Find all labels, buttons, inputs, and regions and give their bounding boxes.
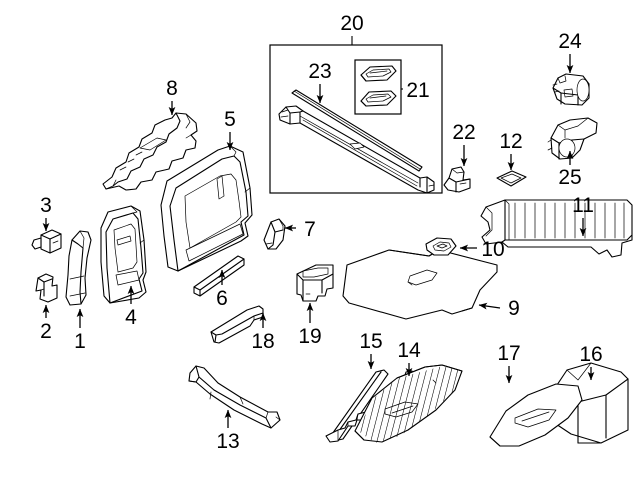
part-20-cargo-cover-assembly[interactable] <box>278 105 435 194</box>
callout-label-18: 18 <box>251 330 274 353</box>
part-11-rear-sill-plate-ribbed[interactable] <box>480 199 633 258</box>
callout-label-21: 21 <box>406 79 429 102</box>
part-4-quarter-trim-panel-lower[interactable] <box>100 205 147 304</box>
callout-label-1: 1 <box>74 330 86 353</box>
callout-labels: 1 2 3 4 5 6 7 8 9 10 11 12 13 14 15 16 1… <box>40 12 603 453</box>
callout-label-22: 22 <box>452 121 475 144</box>
part-24-cylinder-socket[interactable] <box>552 73 590 106</box>
part-21-cover-end-pads[interactable] <box>360 65 397 107</box>
callout-label-14: 14 <box>397 339 421 362</box>
leader-9 <box>478 302 501 310</box>
part-9-cargo-floor-panel[interactable] <box>342 249 498 320</box>
part-25-latch-handle[interactable] <box>547 117 598 160</box>
part-23-cover-pull-bar[interactable] <box>291 89 423 172</box>
part-10-floor-panel-handle[interactable] <box>425 237 457 256</box>
callout-label-16: 16 <box>579 343 602 366</box>
callout-label-9: 9 <box>508 297 520 320</box>
callout-label-7: 7 <box>304 218 316 241</box>
callout-label-20: 20 <box>340 12 363 35</box>
part-13-cargo-side-tray[interactable] <box>188 365 281 429</box>
callout-label-3: 3 <box>40 194 52 217</box>
callout-label-15: 15 <box>359 330 382 353</box>
callout-label-5: 5 <box>224 108 236 131</box>
part-8-roof-rail-trim[interactable] <box>102 112 198 191</box>
callout-label-13: 13 <box>216 430 239 453</box>
part-5-quarter-trim-panel-upper[interactable] <box>160 145 253 272</box>
callout-label-24: 24 <box>558 30 582 53</box>
part-2-retainer-clip[interactable] <box>35 273 58 303</box>
part-19-cup-holder-insert[interactable] <box>296 264 334 302</box>
callout-leaders <box>42 36 595 428</box>
callout-label-8: 8 <box>166 77 178 100</box>
callout-label-11: 11 <box>572 194 594 217</box>
callout-label-17: 17 <box>497 342 520 365</box>
callout-label-23: 23 <box>308 60 331 83</box>
callout-label-19: 19 <box>298 325 321 348</box>
part-7-end-cap[interactable] <box>263 218 286 250</box>
callout-label-6: 6 <box>216 287 228 310</box>
part-16-storage-bin[interactable] <box>550 362 629 444</box>
part-16-floor-mat-section[interactable] <box>486 374 583 465</box>
cover-end-pads-group-box <box>354 59 402 115</box>
callout-label-4: 4 <box>125 306 137 329</box>
part-3-bracket-clip[interactable] <box>31 229 62 254</box>
callout-label-2: 2 <box>40 320 52 343</box>
part-22-mounting-bracket[interactable] <box>443 166 471 193</box>
callout-label-25: 25 <box>558 166 581 189</box>
part-12-cover-plug[interactable] <box>496 170 527 187</box>
cargo-cover-group-box <box>269 44 443 194</box>
callout-label-12: 12 <box>499 130 522 153</box>
part-1-b-pillar-lower-trim[interactable] <box>65 230 92 306</box>
part-18-sill-trim-strip[interactable] <box>210 305 264 344</box>
callout-label-10: 10 <box>481 238 504 261</box>
